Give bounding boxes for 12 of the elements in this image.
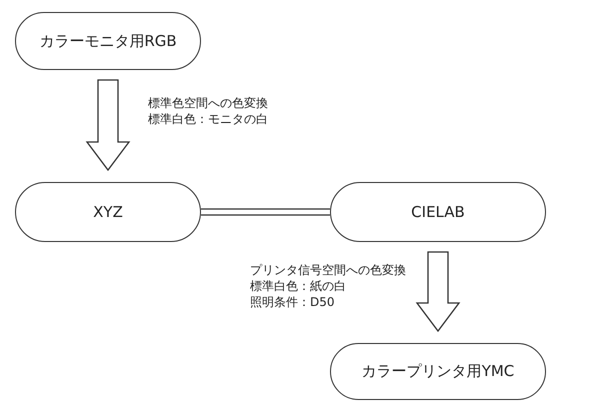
annotation-text: 標準白色：紙の白 <box>250 278 346 294</box>
node-text: カラープリンタ用YMC <box>362 362 514 381</box>
annotation-text: 標準色空間への色変換 <box>148 95 268 111</box>
node-text: カラーモニタ用RGB <box>39 32 177 50</box>
node-text: CIELAB <box>411 203 465 221</box>
node-text: XYZ <box>93 203 123 221</box>
annotation-text: 標準白色：モニタの白 <box>148 111 268 127</box>
annotation-text: 照明条件：D50 <box>250 294 335 310</box>
block-arrow <box>86 79 130 172</box>
equals-connector <box>200 208 331 216</box>
annotation-text: プリンタ信号空間への色変換 <box>250 262 406 278</box>
block-arrow <box>416 251 460 332</box>
